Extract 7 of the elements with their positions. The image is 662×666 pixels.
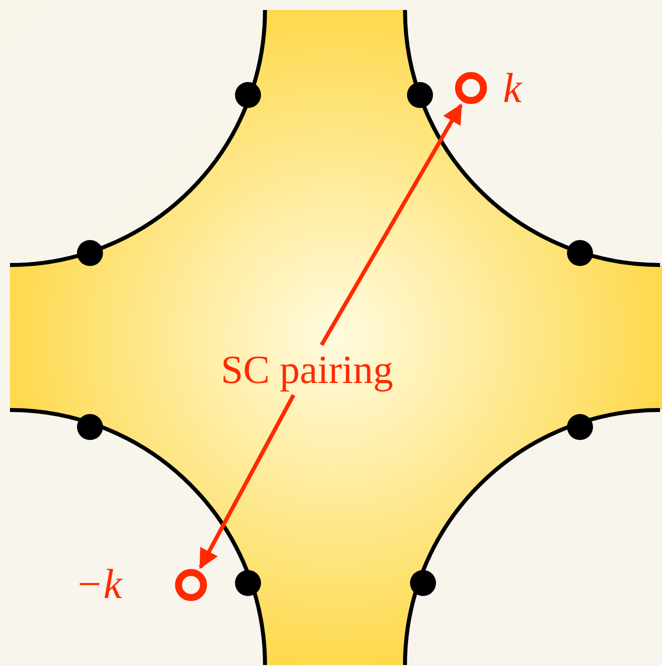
arrow: [198, 394, 296, 570]
hollow-circle-marker: [175, 569, 207, 601]
pairing-label: SC pairing: [197, 345, 417, 395]
momentum-label: k: [503, 66, 522, 112]
hollow-circle-marker: [455, 72, 487, 104]
momentum-label: −k: [75, 562, 122, 608]
arrow: [320, 104, 463, 346]
